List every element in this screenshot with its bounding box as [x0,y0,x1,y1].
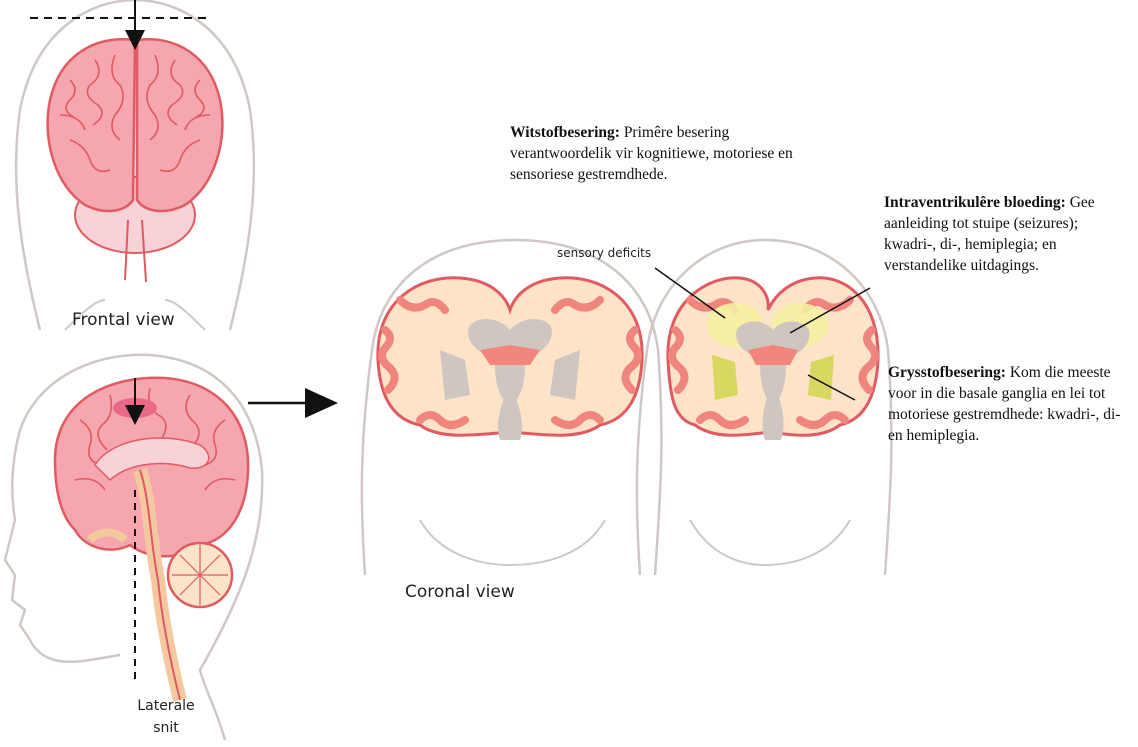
intraventricular-title: Intraventrikulêre bloeding: [884,194,1066,211]
frontal-view-label: Frontal view [72,310,175,330]
sensory-deficits-label: sensory deficits [557,246,651,260]
intraventricular-annotation: Intraventrikulêre bloeding: Gee aanleidi… [884,192,1134,276]
coronal-view-label: Coronal view [405,582,515,602]
white-matter-title: Witstofbesering: [510,124,620,141]
coronal-brain-1 [378,278,642,440]
lateral-view-brain [55,378,248,700]
grey-matter-title: Grysstofbesering: [888,364,1006,381]
grey-matter-annotation: Grysstofbesering: Kom die meeste voor in… [888,362,1133,446]
lateral-cut-label: Laterale snit [126,695,206,739]
transition-arrow-head [305,388,338,418]
coronal-brain-2 [668,278,878,440]
white-matter-annotation: Witstofbesering: Primêre besering verant… [510,122,830,185]
frontal-view-brain [48,39,223,282]
